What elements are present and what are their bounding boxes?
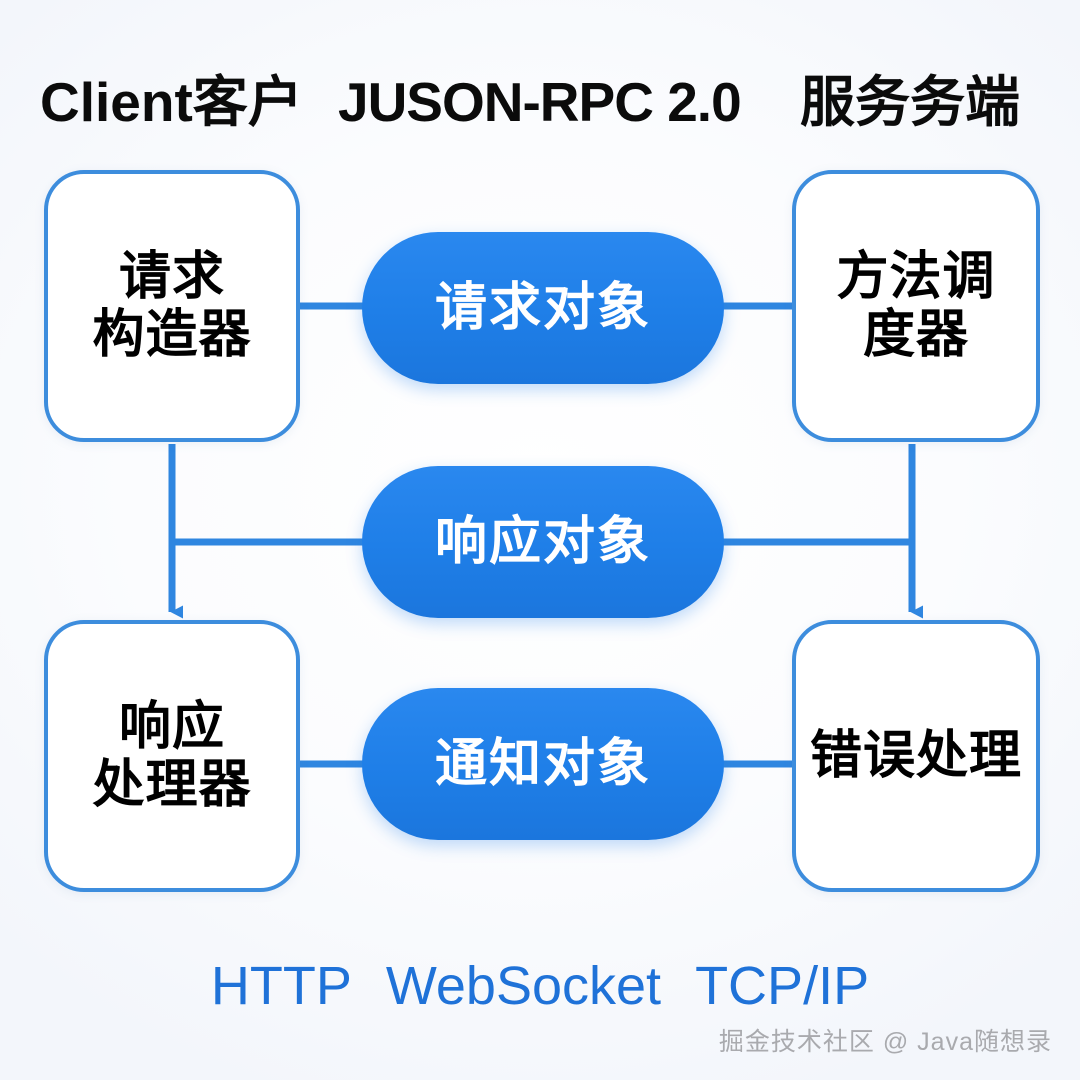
node-error-handler-label: 错误处理 <box>809 726 1022 785</box>
protocol-websocket: WebSocket <box>385 956 662 1016</box>
header-server-label: 服务务端 <box>800 70 1021 133</box>
header-protocol-label: JUSON-RPC 2.0 <box>338 70 742 133</box>
pill-response-object[interactable]: 响应对象 <box>362 466 724 618</box>
protocol-http: HTTP <box>210 956 352 1016</box>
pill-request-object-label: 请求对象 <box>434 279 651 337</box>
protocol-list: HTTP WebSocket TCP/IP <box>0 955 1080 1017</box>
pill-notification-object[interactable]: 通知对象 <box>362 688 724 840</box>
watermark: 掘金技术社区 @ Java随想录 <box>718 1028 1052 1056</box>
node-response-handler[interactable]: 响应 处理器 <box>44 620 300 892</box>
pill-request-object[interactable]: 请求对象 <box>362 232 724 384</box>
node-error-handler[interactable]: 错误处理 <box>792 620 1040 892</box>
protocol-tcpip: TCP/IP <box>695 956 870 1016</box>
node-request-builder[interactable]: 请求 构造器 <box>44 170 300 442</box>
node-method-dispatcher[interactable]: 方法调 度器 <box>792 170 1040 442</box>
pill-response-object-label: 响应对象 <box>434 513 651 571</box>
header-client-label: Client客户 <box>40 70 303 133</box>
node-response-handler-label: 响应 处理器 <box>92 697 252 814</box>
node-request-builder-label: 请求 构造器 <box>92 247 252 364</box>
diagram-header: Client客户 JUSON-RPC 2.0 服务务端 <box>0 62 1080 142</box>
pill-notification-object-label: 通知对象 <box>434 735 651 793</box>
node-method-dispatcher-label: 方法调 度器 <box>836 247 996 364</box>
